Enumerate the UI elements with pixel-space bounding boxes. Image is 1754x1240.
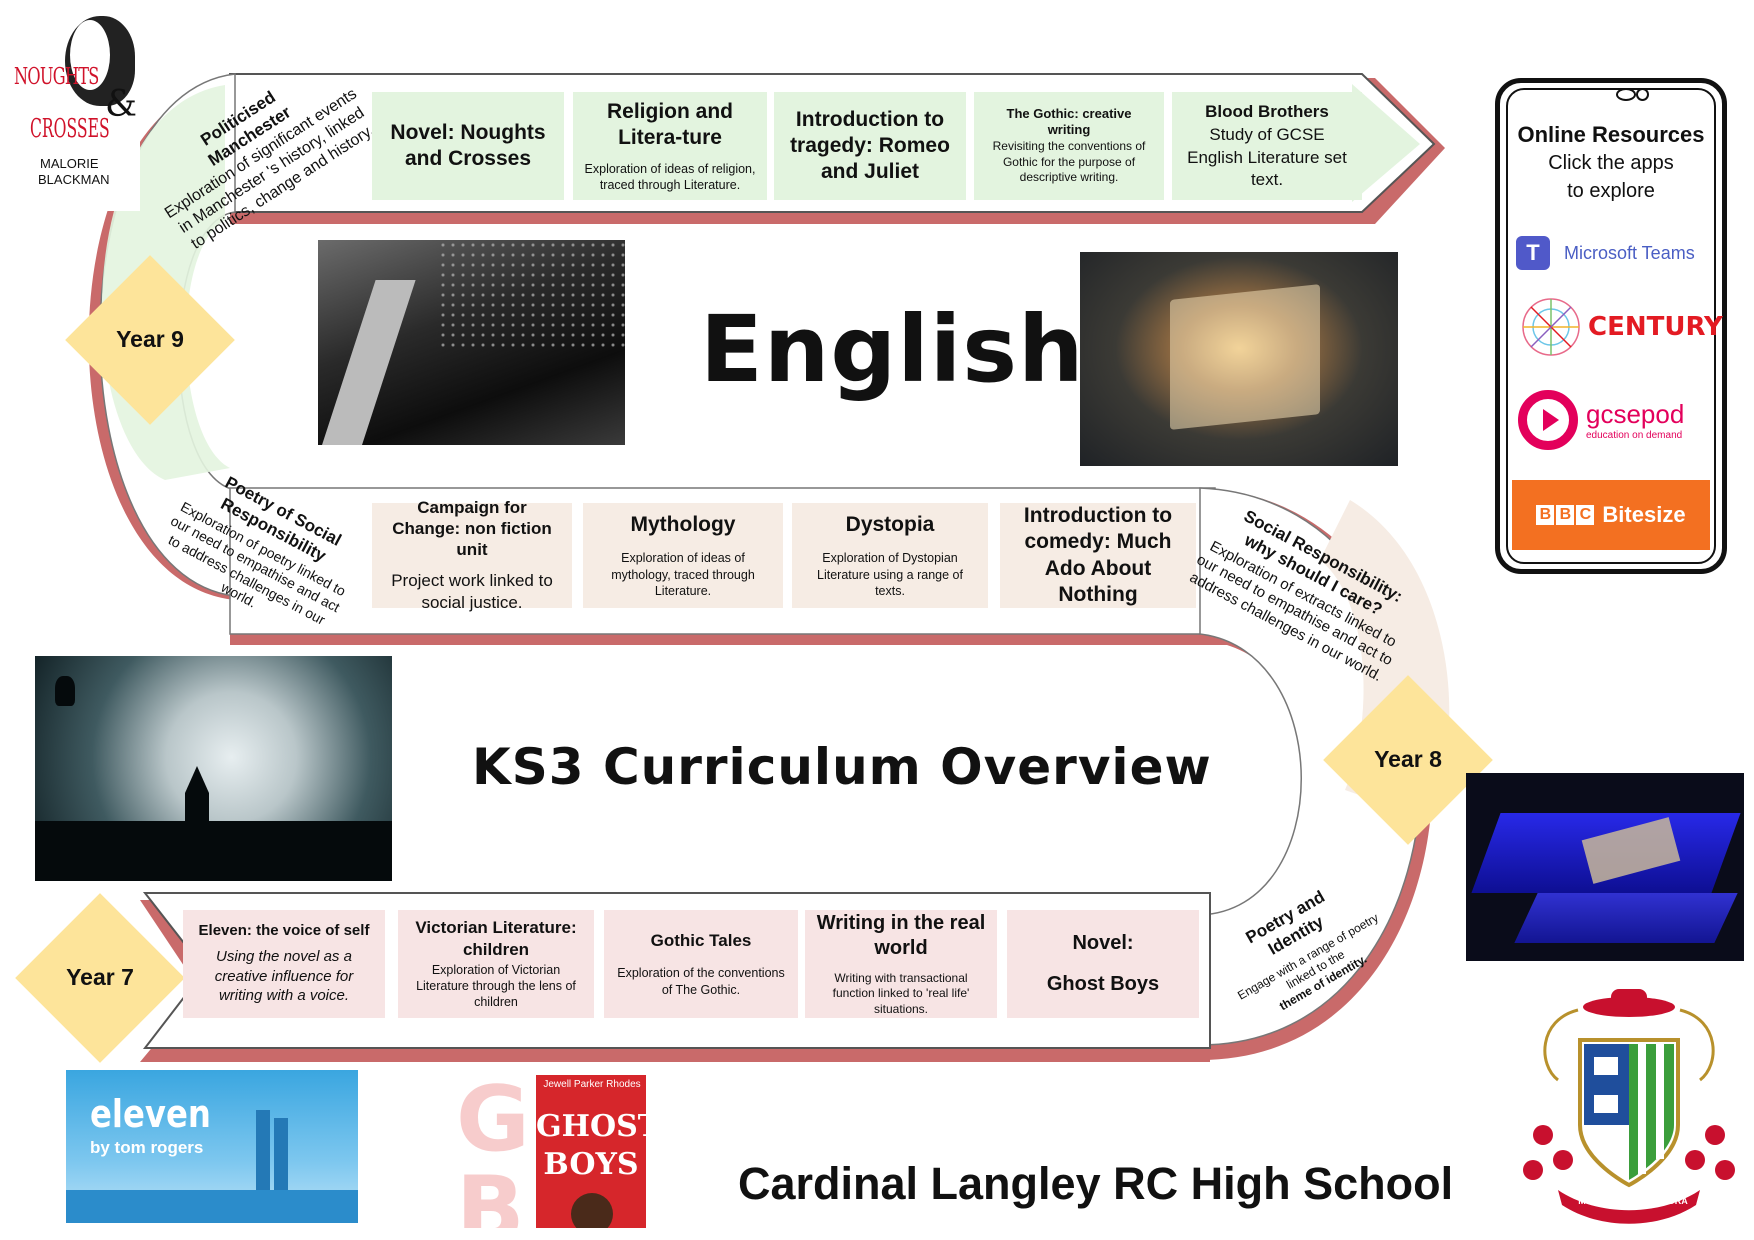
tile-novel-noughts: Novel: Noughts and Crosses: [372, 92, 564, 200]
bbc-block-3: C: [1576, 505, 1595, 525]
page-subtitle: KS3 Curriculum Overview: [472, 738, 1212, 796]
app-microsoft-teams[interactable]: T Microsoft Teams: [1516, 236, 1695, 270]
tile-religion-literature: Religion and Litera-ture Exploration of …: [573, 92, 767, 200]
gcsepod-label: gcsepod: [1586, 399, 1685, 429]
cover-title-noughts: NOUGHTS: [14, 64, 99, 90]
year9-label: Year 9: [116, 326, 184, 352]
school-name: Cardinal Langley RC High School: [738, 1158, 1454, 1209]
photo-blue-pools: [1466, 773, 1744, 961]
gcsepod-icon: [1518, 390, 1578, 450]
tile-intro-comedy: Introduction to comedy: Much Ado About N…: [1000, 503, 1196, 608]
gcsepod-tagline: education on demand: [1586, 430, 1683, 441]
tile-blood-brothers: Blood Brothers Study of GCSE English Lit…: [1172, 92, 1362, 200]
photo-book-lights: [1080, 252, 1398, 466]
phone-camera-icon: [1616, 88, 1636, 101]
century-label: CENTURY: [1588, 312, 1723, 342]
tile-mythology: Mythology Exploration of ideas of mythol…: [583, 503, 783, 608]
phone-line2: to explore: [1567, 180, 1655, 202]
cover-title-crosses: CROSSES: [30, 114, 110, 144]
ghost-boy-face: [571, 1193, 613, 1228]
century-icon: [1522, 298, 1580, 356]
tile-gothic-tales: Gothic Tales Exploration of the conventi…: [604, 910, 798, 1018]
tile-ghost-boys: Novel: Ghost Boys: [1007, 910, 1199, 1018]
noughts-crosses-cover: NOUGHTS & CROSSES MALORIE BLACKMAN: [10, 6, 140, 211]
year8-label: Year 8: [1374, 746, 1442, 772]
app-bbc-bitesize[interactable]: B B C Bitesize: [1512, 480, 1710, 550]
cover-author-2: BLACKMAN: [38, 172, 110, 187]
phone-line1: Click the apps: [1548, 152, 1674, 174]
cover-author-1: MALORIE: [40, 156, 99, 171]
tile-campaign-for-change: Campaign for Change: non fiction unit Pr…: [372, 498, 572, 612]
eleven-author: by tom rogers: [90, 1138, 204, 1157]
crest-motto: MONITI · FIDE · MELIORA: [1578, 1196, 1688, 1206]
tile-victorian-literature: Victorian Literature: children Explorati…: [398, 910, 594, 1018]
tile-dystopia: Dystopia Exploration of Dystopian Litera…: [792, 503, 988, 608]
tile-gothic-writing: The Gothic: creative writing Revisiting …: [974, 92, 1164, 200]
phone-heading: Online Resources: [1517, 122, 1705, 147]
teams-icon: T: [1516, 236, 1550, 270]
photo-manchester-night: [318, 240, 625, 445]
app-century[interactable]: CENTURY: [1518, 294, 1723, 360]
bbc-block-2: B: [1556, 505, 1575, 525]
bbc-label: Bitesize: [1602, 502, 1686, 527]
year7-label: Year 7: [66, 964, 134, 990]
cover-title-amp: &: [105, 84, 138, 125]
app-gcsepod[interactable]: gcsepod education on demand: [1518, 390, 1684, 450]
ghost-author: Jewell Parker Rhodes: [543, 1079, 641, 1090]
ghost-title-1: GHOST: [536, 1109, 661, 1144]
teams-label: Microsoft Teams: [1564, 242, 1695, 263]
phone-inner: [1506, 88, 1716, 564]
school-crest: [1523, 989, 1735, 1224]
eleven-title: eleven: [90, 1092, 211, 1136]
phone-camera-icon-2: [1636, 88, 1649, 101]
bbc-block-1: B: [1536, 505, 1555, 525]
eleven-cover: eleven by tom rogers: [66, 1070, 358, 1223]
tile-writing-real-world: Writing in the real world Writing with t…: [805, 910, 997, 1018]
tile-intro-tragedy: Introduction to tragedy: Romeo and Julie…: [774, 92, 966, 200]
ghost-title-2: BOYS: [543, 1147, 639, 1182]
ghost-boys-cover: G SB S Jewell Parker Rhodes GHOST BOYS: [456, 1075, 729, 1228]
photo-moon-gothic: [35, 656, 392, 881]
tile-eleven-voice: Eleven: the voice of self Using the nove…: [183, 910, 385, 1018]
page-title: English: [700, 296, 1085, 403]
